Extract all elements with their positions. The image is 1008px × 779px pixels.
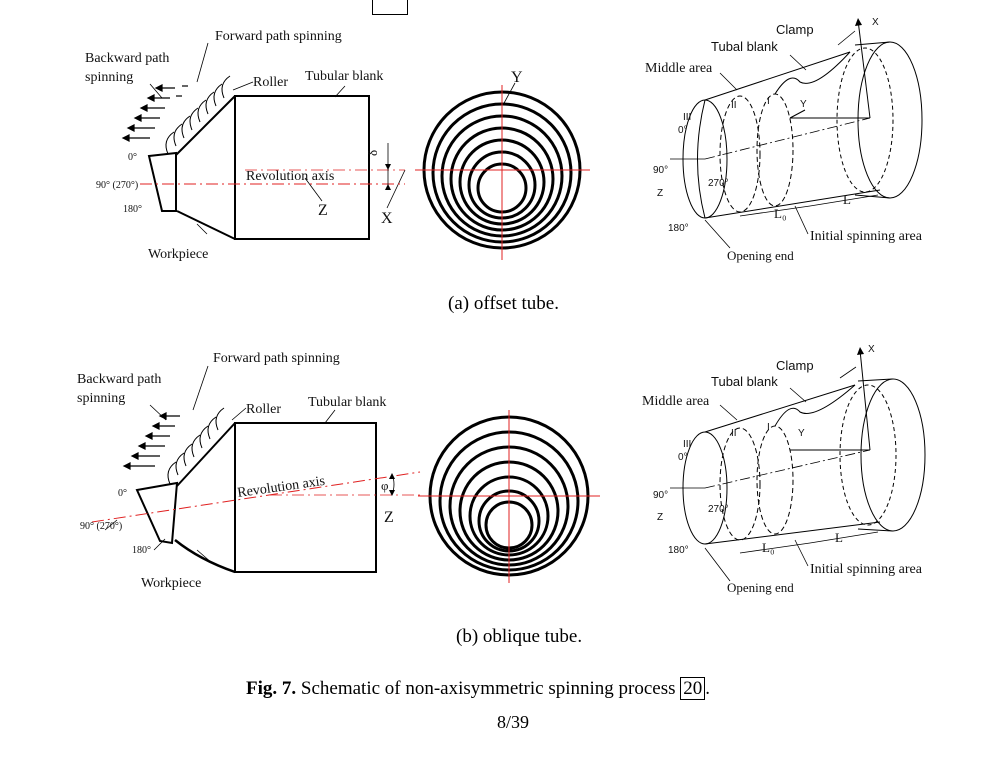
fig-a-iso-l0: L₀ [774,206,786,221]
fig-a-tubal-blank-label: Tubal blank [711,39,778,54]
fig-a-backward-label-1: Backward path [85,51,169,66]
fig-b-z-label: Z [384,509,394,526]
fig-a-middle-area-label: Middle area [645,61,713,76]
fig-a-revolution-axis-label: Revolution axis [246,169,334,184]
fig-b-clamp-label: Clamp [776,358,814,373]
fig-a-y-label: Y [511,69,523,86]
fig-a-iso-r2: II [731,100,737,111]
fig-b-revolution-axis-label: Revolution axis [236,474,326,501]
fig-a-iso-y: Y [800,99,807,110]
figure-caption: Fig. 7. Schematic of non-axisymmetric sp… [246,677,711,700]
fig-b-tubular-blank-label: Tubular blank [308,395,386,410]
fig-a-iso-x: X [872,17,879,28]
fig-b-workpiece-label: Workpiece [141,576,201,591]
fig-a-isometric: Clamp Tubal blank Middle area X Y Z III … [645,17,923,263]
fig-b-isometric: Clamp Tubal blank Middle area X Y Z III … [642,344,926,595]
fig-a-z-label: Z [318,202,328,219]
fig-a-iso-deg270: 270° [708,178,729,189]
fig-a-caption: (a) offset tube. [448,293,559,314]
figure-caption-end: . [705,678,711,699]
fig-b-middle-area-label: Middle area [642,394,710,409]
fig-b-iso-x: X [868,344,875,355]
fig-a-cross-section: Y [415,69,590,260]
fig-a-opening-end-label: Opening end [727,248,794,263]
fig-a-iso-r1: I [767,96,770,107]
fig-a-deg180: 180° [123,204,142,215]
fig-b-iso-deg90: 90° [653,490,668,501]
fig-a-iso-r3: III [683,112,691,123]
fig-b-iso-deg0: 0° [678,452,688,463]
fig-b-backward-label-2: spinning [77,391,125,406]
fig-a-iso-deg180: 180° [668,223,689,234]
fig-b-iso-r1: I [767,422,770,433]
fig-a-forward-label: Forward path spinning [215,29,342,44]
fig-a-workpiece-label: Workpiece [148,247,208,262]
figure-label: Fig. 7. [246,678,297,699]
fig-b-iso-r2: II [731,428,737,439]
fig-b-deg90: 90° (270°) [80,521,122,532]
fig-a-clamp-label: Clamp [776,22,814,37]
fig-b-spinning-schematic: Forward path spinning Backward path spin… [77,351,421,591]
fig-b-tubal-blank-label: Tubal blank [711,374,778,389]
fig-b-cross-section [418,410,600,583]
fig-a-iso-l: L [843,192,851,207]
fig-b-roller-label: Roller [246,402,281,417]
fig-b-opening-end-label: Opening end [727,580,794,595]
fig-b-iso-z: Z [657,512,663,523]
page-number: 8/39 [497,712,530,732]
fig-a-initial-area-label: Initial spinning area [810,229,923,244]
fig-b-iso-l0: L₀ [762,540,774,555]
fig-a-iso-deg0: 0° [678,125,688,136]
fig-b-deg0: 0° [118,488,127,499]
fig-b-iso-r3: III [683,439,691,450]
figure-caption-text: Schematic of non-axisymmetric spinning p… [296,678,681,699]
fig-b-caption: (b) oblique tube. [456,626,583,647]
fig-b-phi: φ [381,478,389,493]
fig-b-iso-deg270: 270° [708,504,729,515]
fig-a-iso-z: Z [657,188,663,199]
fig-a-tubular-blank-label: Tubular blank [305,69,383,84]
fig-a-backward-label-2: spinning [85,70,133,85]
fig-b-iso-l: L [835,530,843,545]
top-reference-box [372,0,408,15]
fig-a-spinning-schematic: δ Forward path spinning Backward path sp… [85,29,406,262]
fig-a-roller-label: Roller [253,75,288,90]
fig-b-backward-label-1: Backward path [77,372,161,387]
fig-b-iso-y: Y [798,428,805,439]
fig-a-deg0: 0° [128,152,137,163]
fig-b-deg180: 180° [132,545,151,556]
fig-a-deg90: 90° (270°) [96,180,138,191]
fig-b-forward-label: Forward path spinning [213,351,340,366]
fig-b-initial-area-label: Initial spinning area [810,562,923,577]
reference-link[interactable]: 20 [680,677,706,700]
fig-a-iso-deg90: 90° [653,165,668,176]
fig-a-delta: δ [365,150,380,156]
fig-a-x-label: X [381,210,393,227]
fig-b-iso-deg180: 180° [668,545,689,556]
